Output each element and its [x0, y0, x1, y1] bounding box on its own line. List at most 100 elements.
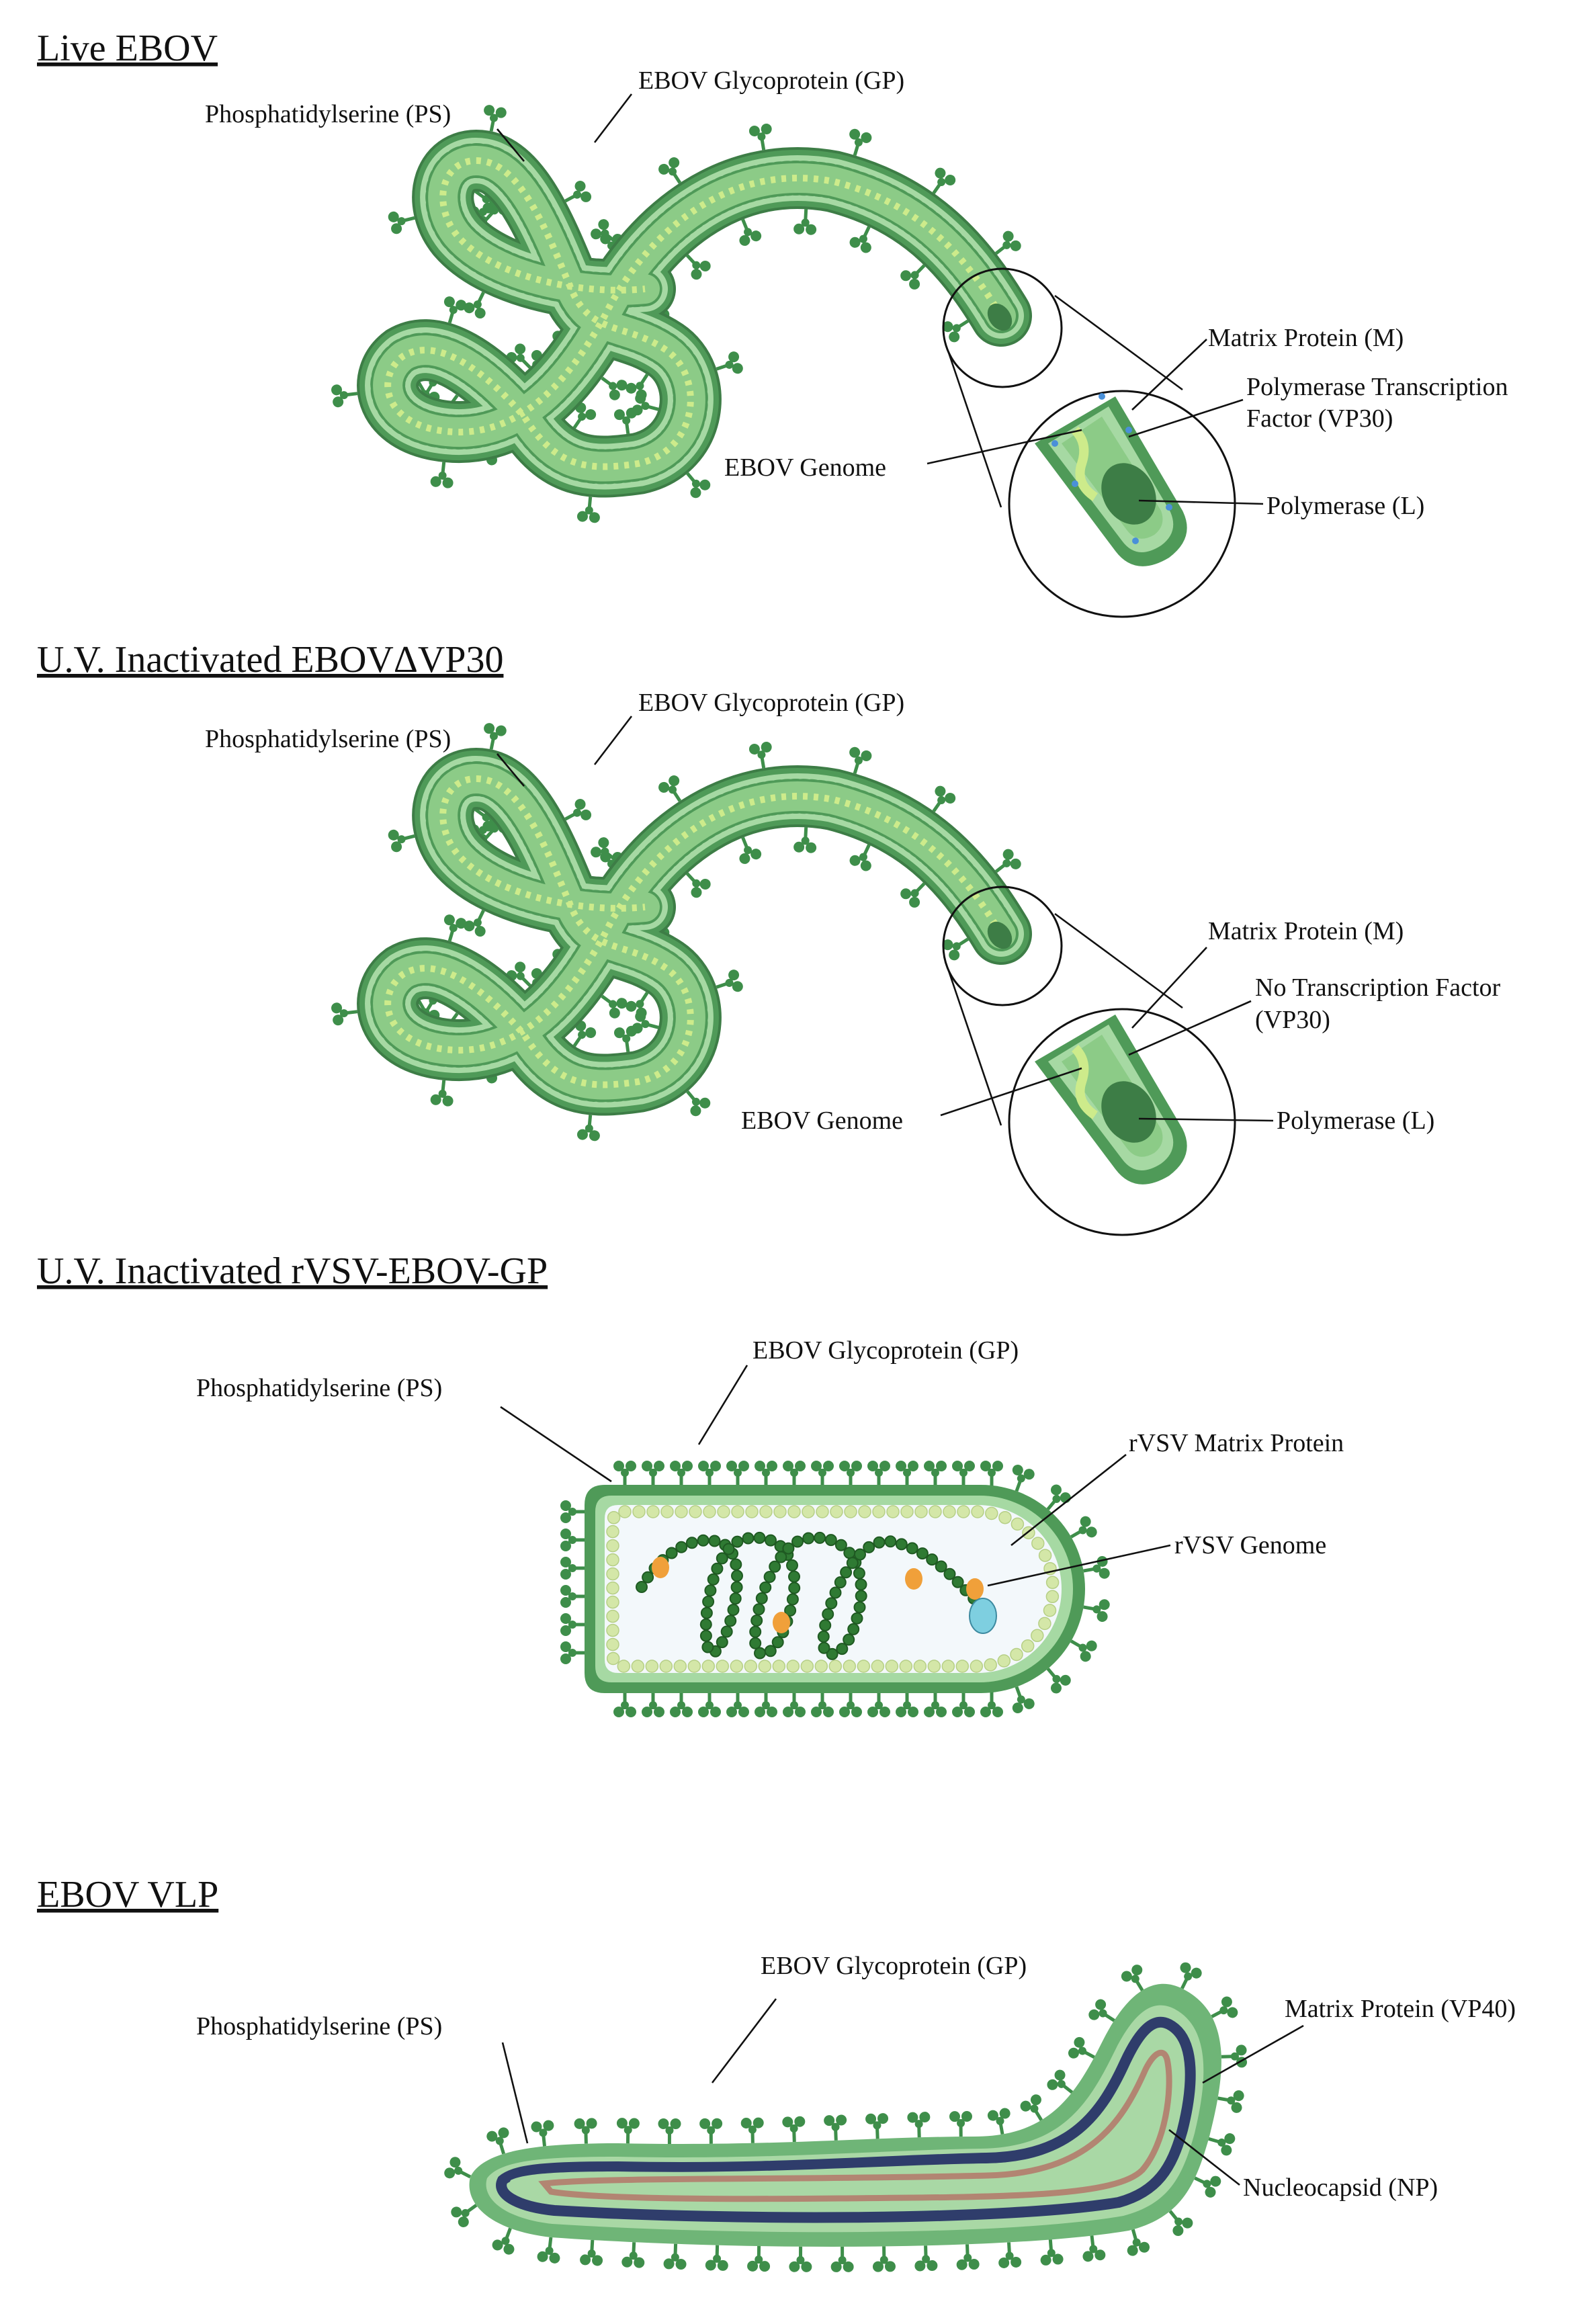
genome-bead [951, 1576, 964, 1588]
matrix-bead [1010, 1517, 1025, 1531]
genome-bead [769, 1560, 781, 1573]
label-vp30-line1: Polymerase Transcription [1246, 373, 1508, 401]
gp-spike [574, 2118, 597, 2144]
genome-bead [824, 1534, 837, 1547]
matrix-bead [957, 1505, 970, 1518]
matrix-bead [828, 1660, 843, 1673]
gp-spike [952, 1692, 975, 1717]
matrix-bead [814, 1660, 828, 1673]
genome-bead [863, 1541, 875, 1553]
gp-spike [698, 1461, 721, 1486]
matrix-bead [607, 1511, 621, 1524]
matrix-bead [985, 1506, 998, 1520]
matrix-bead [606, 1553, 619, 1567]
genome-bead [720, 1625, 733, 1638]
ebov-filament [331, 722, 1032, 1142]
genome-bead [788, 1570, 800, 1583]
matrix-bead [872, 1505, 886, 1518]
zoom-source-circle [942, 267, 1063, 388]
label-glycoprotein: EBOV Glycoprotein (GP) [638, 689, 904, 717]
gp-spike [531, 2120, 556, 2147]
zoom-source-circle [942, 886, 1063, 1006]
matrix-bead [1031, 1537, 1045, 1550]
filament-genome [384, 157, 1004, 470]
panel-uv-rvsv-ebov-gp: U.V. Inactivated rVSV-EBOV-GP Phosphatid… [37, 1250, 1344, 1717]
gp-spike [907, 2112, 931, 2138]
matrix-bead [971, 1505, 984, 1518]
label-glycoprotein: EBOV Glycoprotein (GP) [752, 1336, 1019, 1365]
matrix-bead [606, 1637, 619, 1651]
gp-spike [811, 1692, 834, 1717]
genome-bead [846, 1557, 859, 1569]
gp-spike [613, 1692, 636, 1717]
genome-bead [700, 1606, 713, 1619]
matrix-bead [675, 1505, 688, 1518]
matrix-bead [687, 1660, 701, 1673]
matrix-bead [927, 1660, 941, 1673]
genome-bead [802, 1532, 815, 1545]
genome-bead [916, 1547, 929, 1560]
gp-spike [949, 2111, 972, 2137]
gp-spike [873, 2246, 896, 2272]
genome-bead [750, 1615, 763, 1627]
matrix-bead [606, 1524, 619, 1539]
genome-bead [873, 1536, 886, 1549]
matrix-bead [703, 1505, 716, 1518]
vlp-particle [442, 1961, 1247, 2272]
genome-bead [707, 1573, 720, 1586]
genome-bead [847, 1623, 860, 1635]
genome-bead [716, 1636, 728, 1649]
panel-heading: U.V. Inactivated EBOVΔVP30 [37, 639, 503, 681]
label-rvsv-matrix: rVSV Matrix Protein [1129, 1429, 1344, 1457]
gp-spike [831, 2247, 854, 2272]
genome-bead [943, 1567, 956, 1580]
gp-spike [782, 2116, 806, 2142]
matrix-bead [1045, 1590, 1060, 1604]
gp-spike [793, 208, 818, 235]
matrix-bead [885, 1660, 899, 1673]
genome-bead [697, 1534, 710, 1547]
genome-bead [642, 1571, 654, 1584]
panel-uv-ebov-dvp30: U.V. Inactivated EBOVΔVP30 Phosphatidyls… [37, 639, 1501, 1236]
gp-spike [698, 1692, 721, 1717]
matrix-bead [786, 1660, 800, 1673]
zoom-detail-interior [1035, 393, 1187, 566]
matrix-bead [744, 1660, 758, 1673]
filament-tip-polymerase [987, 303, 1013, 331]
ebov-filament [331, 104, 1032, 523]
genome-bead [771, 1636, 784, 1649]
genome-bead [752, 1603, 765, 1616]
gp-spike [576, 496, 601, 523]
genome-bead [834, 1576, 847, 1589]
matrix-bead [759, 1505, 773, 1518]
gp-spike [560, 1500, 586, 1523]
matrix-bead [1045, 1576, 1060, 1590]
gp-spike [980, 1461, 1003, 1486]
genome-bead [786, 1559, 798, 1572]
gp-spike [560, 1641, 586, 1664]
gp-spike [331, 382, 359, 408]
matrix-bead [631, 1660, 645, 1673]
matrix-bead [632, 1505, 646, 1518]
genome-bead [788, 1582, 801, 1594]
genome-bead [818, 1641, 830, 1654]
matrix-bead [745, 1505, 759, 1518]
gp-spike [726, 1692, 749, 1717]
gp-spike [387, 825, 417, 853]
label-glycoprotein: EBOV Glycoprotein (GP) [638, 67, 904, 95]
genome-strand [1071, 427, 1099, 501]
matrix-bead [646, 1505, 660, 1518]
genome-bead [731, 1535, 744, 1548]
rvsv-polymerase [969, 1598, 997, 1634]
genome-bead [675, 1541, 688, 1553]
rvsv-protein-orange [773, 1612, 790, 1633]
matrix-bead [1038, 1549, 1052, 1562]
matrix-bead [1010, 1647, 1023, 1662]
gp-spike [387, 207, 417, 235]
gp-spike [663, 2243, 687, 2270]
genome-bead [786, 1593, 799, 1606]
rvsv-protein-orange [905, 1568, 922, 1590]
gp-spike [789, 2247, 812, 2272]
matrix-bead [606, 1581, 619, 1595]
matrix-bead [857, 1660, 871, 1673]
